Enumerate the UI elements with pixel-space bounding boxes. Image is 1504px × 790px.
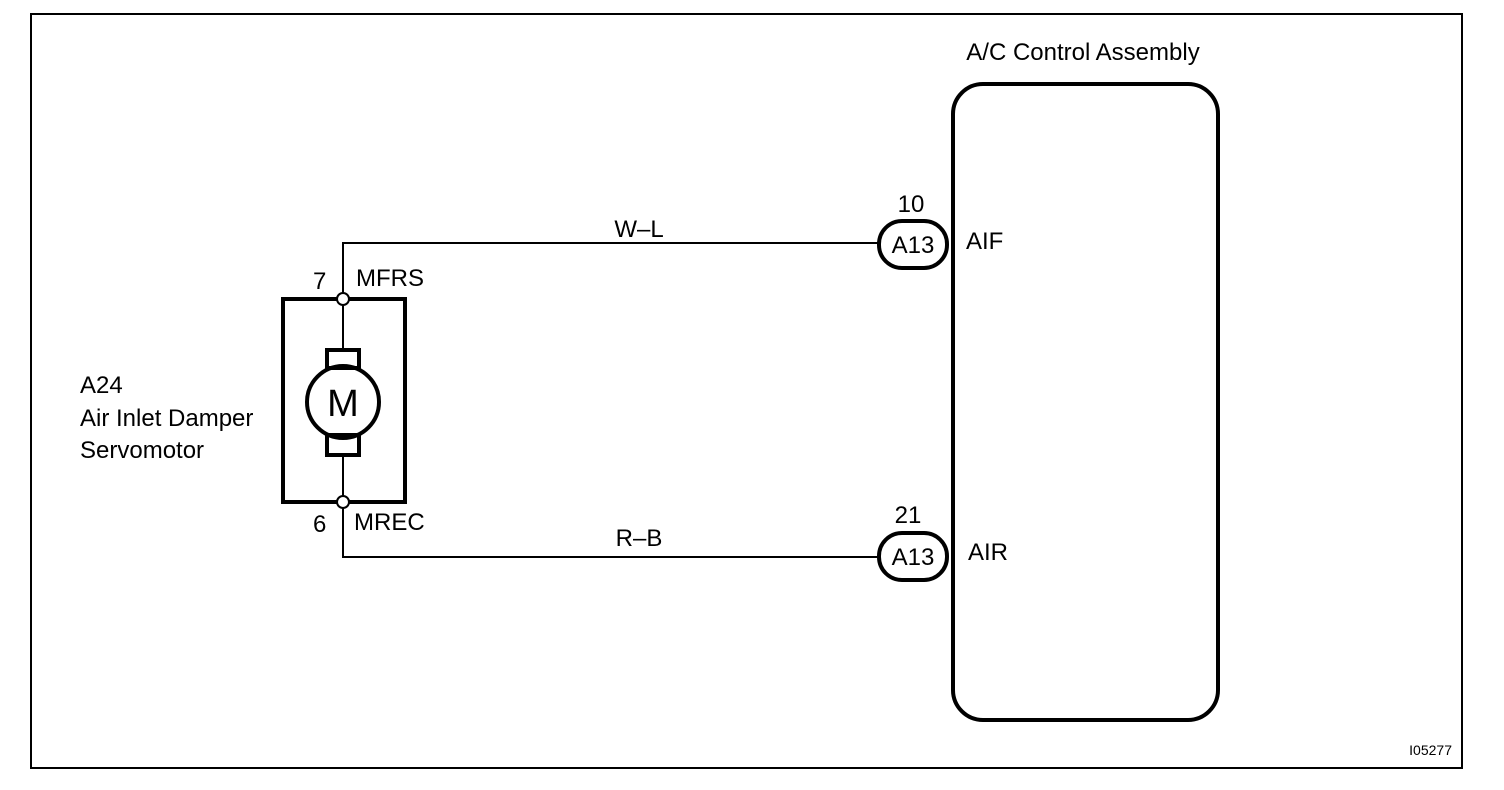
assembly-title: A/C Control Assembly — [966, 39, 1199, 66]
motor-symbol: M — [327, 383, 359, 425]
connector-pin: 21 — [895, 502, 922, 529]
diagram-border — [30, 13, 1463, 769]
terminal-top-pin: 7 — [313, 268, 326, 295]
signal-aif: AIF — [966, 228, 1003, 255]
servomotor-code: A24 — [80, 372, 123, 399]
terminal-top-name: MFRS — [356, 265, 424, 292]
wire-w-l — [342, 242, 879, 293]
wire-color-code: W–L — [614, 216, 663, 243]
terminal-bottom-pin: 6 — [313, 511, 326, 538]
terminal-bottom-name: MREC — [354, 509, 425, 536]
ac-control-assembly-box — [951, 82, 1220, 722]
signal-air: AIR — [968, 539, 1008, 566]
connector-label: A13 — [892, 232, 935, 259]
servomotor-name-line1: Air Inlet Damper — [80, 405, 253, 432]
connector-a13-pin21 — [877, 531, 949, 582]
terminal-top — [336, 292, 350, 306]
motor-icon — [305, 364, 381, 440]
terminal-bottom — [336, 495, 350, 509]
motor-brush-bottom — [325, 433, 361, 457]
connector-a13-pin10 — [877, 219, 949, 270]
servomotor-name-line2: Servomotor — [80, 437, 204, 464]
connector-label: A13 — [892, 544, 935, 571]
diagram-id: I05277 — [1409, 742, 1452, 758]
wire-r-b — [342, 508, 879, 558]
wire-color-code: R–B — [616, 525, 663, 552]
connector-pin: 10 — [898, 191, 925, 218]
